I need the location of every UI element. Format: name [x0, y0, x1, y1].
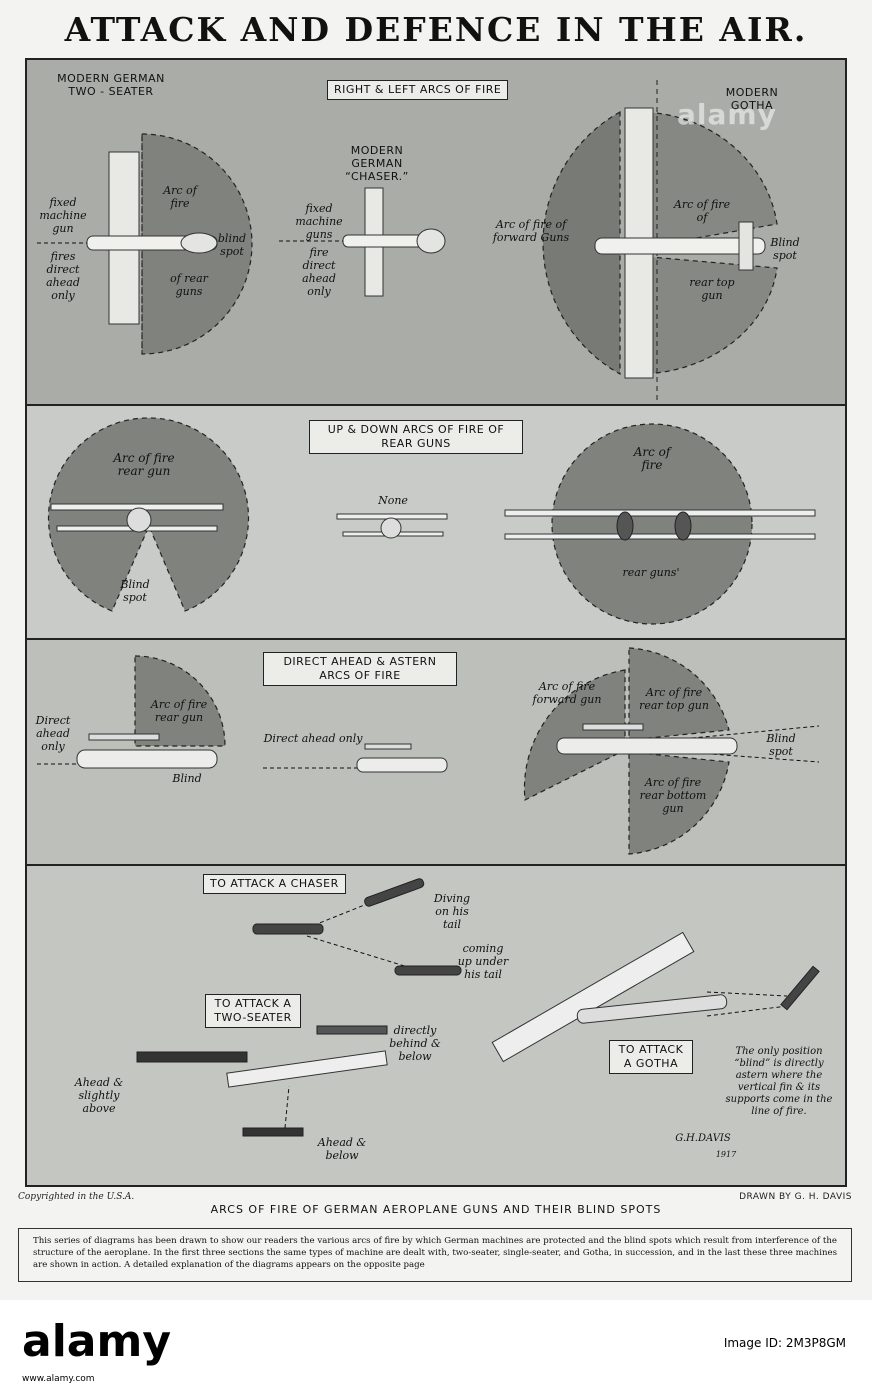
go-rear-top-label: rear top gun — [687, 276, 737, 302]
ts-fires-ahead-label: fires direct ahead only — [37, 250, 89, 302]
diving-label: Diving on his tail — [427, 892, 477, 931]
two-seater-attacker-above — [137, 1052, 247, 1062]
p2-right-rear-label: rear guns' — [611, 566, 691, 579]
two-seater-target-wing — [227, 1051, 387, 1087]
chaser-tail — [417, 229, 445, 253]
p3-mid-direct-label: Direct ahead only — [263, 732, 363, 745]
copyright-note: Copyrighted in the U.S.A. — [18, 1192, 134, 1202]
p3-left-direct-label: Direct ahead only — [31, 714, 75, 753]
gotha-attacker-astern — [781, 966, 819, 1009]
coming-up-label: coming up under his tail — [455, 942, 511, 981]
p2-left-arc-label: Arc of fire rear gun — [99, 452, 189, 478]
panel-right-left-arcs: RIGHT & LEFT ARCS OF FIRE MODERN GERMAN … — [27, 60, 845, 406]
chaser-attack-line-2 — [307, 936, 411, 968]
p3-right-top-label: Arc of fire rear top gun — [639, 686, 709, 712]
description-box: This series of diagrams has been drawn t… — [18, 1228, 852, 1282]
page-title: ATTACK AND DEFENCE IN THE AIR. — [0, 10, 872, 49]
chaser-attacker-under — [395, 966, 461, 975]
p2-right-arc-label: Arc of fire — [627, 446, 677, 472]
two-seater-attacker-behind — [317, 1026, 387, 1034]
chaser-title: MODERN GERMAN “CHASER.” — [327, 144, 427, 183]
gotha-front-upper-wing — [505, 510, 815, 516]
two-seater-attacker-below — [243, 1128, 303, 1136]
two-seater-side-wing — [89, 734, 159, 740]
p3-right-forward-label: Arc of fire forward gun — [531, 680, 603, 706]
gotha-tailplane — [739, 222, 753, 270]
attack-chaser-box: TO ATTACK A CHASER — [203, 874, 346, 894]
two-seater-front-prop — [127, 508, 151, 532]
p3-left-arc-label: Arc of fire rear gun — [139, 698, 219, 724]
p3-right-bottom-label: Arc of fire rear bottom gun — [633, 776, 713, 815]
panel3-heading: DIRECT AHEAD & ASTERN ARCS OF FIRE — [263, 652, 457, 686]
go-forward-label: Arc of fire of forward Guns — [491, 218, 571, 244]
artist-signature: G.H.DAVIS — [663, 1132, 743, 1145]
gotha-rear-top-arc — [639, 112, 777, 248]
gotha-side-fuselage — [557, 738, 737, 754]
attack-two-seater-box: TO ATTACK A TWO-SEATER — [205, 994, 301, 1028]
artist-signature-year: 1917 — [711, 1148, 741, 1161]
panel-in-action: TO ATTACK A CHASER Diving on his tail co… — [27, 866, 845, 1185]
attack-gotha-box: TO ATTACK A GOTHA — [609, 1040, 693, 1074]
figure-subtitle: ARCS OF FIRE OF GERMAN AEROPLANE GUNS AN… — [0, 1203, 872, 1216]
panel1-heading: RIGHT & LEFT ARCS OF FIRE — [327, 80, 508, 100]
two-seater-attack-line — [285, 1086, 289, 1128]
panel-ahead-astern-arcs: DIRECT AHEAD & ASTERN ARCS OF FIRE Direc… — [27, 640, 845, 866]
directly-behind-label: directly behind & below — [387, 1024, 443, 1063]
p2-left-blind-label: Blind spot — [115, 578, 155, 604]
gotha-rear-bottom-arc — [639, 256, 777, 374]
p3-left-blind-label: Blind — [167, 772, 207, 785]
gotha-front-engine-left — [617, 512, 633, 540]
gotha-note-label: The only position “blind” is directly as… — [725, 1046, 833, 1118]
alamy-logo: alamy — [22, 1316, 171, 1367]
watermark: alamy — [677, 98, 777, 131]
ahead-below-label: Ahead & below — [317, 1136, 367, 1162]
chaser-front-prop — [381, 518, 401, 538]
two-seater-tail — [181, 233, 217, 253]
image-id: Image ID: 2M3P8GM — [724, 1336, 846, 1350]
ts-arc-fire-label: Arc of fire — [155, 184, 205, 210]
ts-fixed-gun-label: fixed machine gun — [35, 196, 91, 235]
chaser-target-plane — [253, 924, 323, 934]
panel2-heading: UP & DOWN ARCS OF FIRE OF REAR GUNS — [309, 420, 523, 454]
p2-none-label: None — [373, 494, 413, 507]
two-seater-title: MODERN GERMAN TWO - SEATER — [51, 72, 171, 98]
panel-up-down-arcs: UP & DOWN ARCS OF FIRE OF REAR GUNS Arc … — [27, 406, 845, 640]
go-blind-label: Blind spot — [765, 236, 805, 262]
chaser-side-fuselage — [357, 758, 447, 772]
gotha-front-engine-right — [675, 512, 691, 540]
drawn-by-credit: DRAWN BY G. H. DAVIS — [739, 1192, 852, 1202]
ts-rear-guns-label: of rear guns — [159, 272, 219, 298]
gotha-side-wing — [583, 724, 643, 730]
chaser-attacker-diving — [364, 878, 425, 908]
ch-fire-ahead-label: fire direct ahead only — [295, 246, 343, 298]
p3-right-blind-label: Blind spot — [761, 732, 801, 758]
ahead-above-label: Ahead & slightly above — [69, 1076, 129, 1115]
gotha-front-lower-wing — [505, 534, 815, 539]
ts-blind-spot-label: blind spot — [217, 232, 247, 258]
alamy-url: www.alamy.com — [22, 1374, 95, 1384]
go-arc-fire-label: Arc of fire of — [667, 198, 737, 224]
chaser-side-wing — [365, 744, 411, 749]
illustration-plate: RIGHT & LEFT ARCS OF FIRE MODERN GERMAN … — [25, 58, 847, 1187]
ch-fixed-guns-label: fixed machine guns — [293, 202, 345, 241]
two-seater-side-fuselage — [77, 750, 217, 768]
